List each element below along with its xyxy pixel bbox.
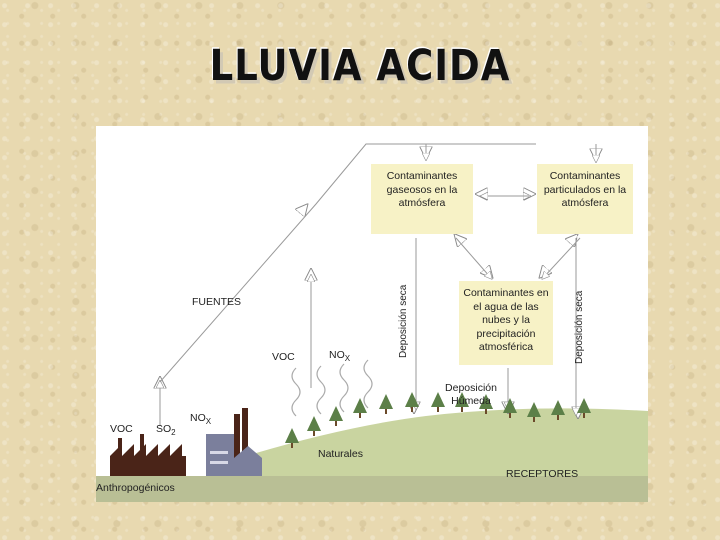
box-particulate-text: Contaminantes particulados en la atmósfe… — [543, 170, 627, 209]
label-receptores: RECEPTORES — [506, 468, 579, 480]
industrial-building — [206, 408, 262, 476]
label-nox-anthro: NOX — [190, 412, 211, 428]
page-title: LLUVIA ACIDA — [209, 40, 511, 91]
label-anthropogenicos: Anthropogénicos — [96, 482, 175, 494]
label-voc-anthro: VOC — [110, 423, 133, 435]
label-so2-main: SO — [156, 423, 172, 435]
acid-rain-diagram: Contaminantes gaseosos en la atmósfera C… — [96, 126, 648, 502]
ground-strip — [96, 476, 648, 502]
box-gaseous-text: Contaminantes gaseosos en la atmósfera — [386, 170, 458, 209]
flow-arrows — [159, 140, 596, 416]
label-naturales: Naturales — [318, 448, 363, 460]
label-so2-sub: 2 — [171, 428, 176, 438]
label-fuentes: FUENTES — [192, 296, 242, 308]
box-particulate-pollutants: Contaminantes particulados en la atmósfe… — [537, 164, 633, 234]
diagram-drawing — [96, 140, 648, 502]
label-so2: SO2 — [156, 423, 176, 439]
label-nox-anthro-main: NO — [190, 412, 206, 424]
natural-emission-waves — [291, 359, 373, 417]
box-cloud-pollutants: Contaminantes en el agua de las nubes y … — [459, 281, 553, 365]
label-nox-natural: NOX — [329, 349, 350, 365]
label-deposicion-humeda: Deposición Húmeda — [445, 382, 497, 407]
label-voc-natural: VOC — [272, 351, 295, 363]
label-nox-natural-sub: X — [344, 354, 351, 364]
label-deposicion-seca-left: Deposición seca — [398, 284, 409, 358]
box-cloud-text: Contaminantes en el agua de las nubes y … — [463, 287, 549, 353]
factory — [110, 434, 186, 476]
box-gaseous-pollutants: Contaminantes gaseosos en la atmósfera — [371, 164, 473, 234]
label-nox-natural-main: NO — [329, 349, 345, 361]
label-deposicion-seca-right: Deposición seca — [574, 290, 585, 364]
label-nox-anthro-sub: X — [205, 417, 212, 427]
